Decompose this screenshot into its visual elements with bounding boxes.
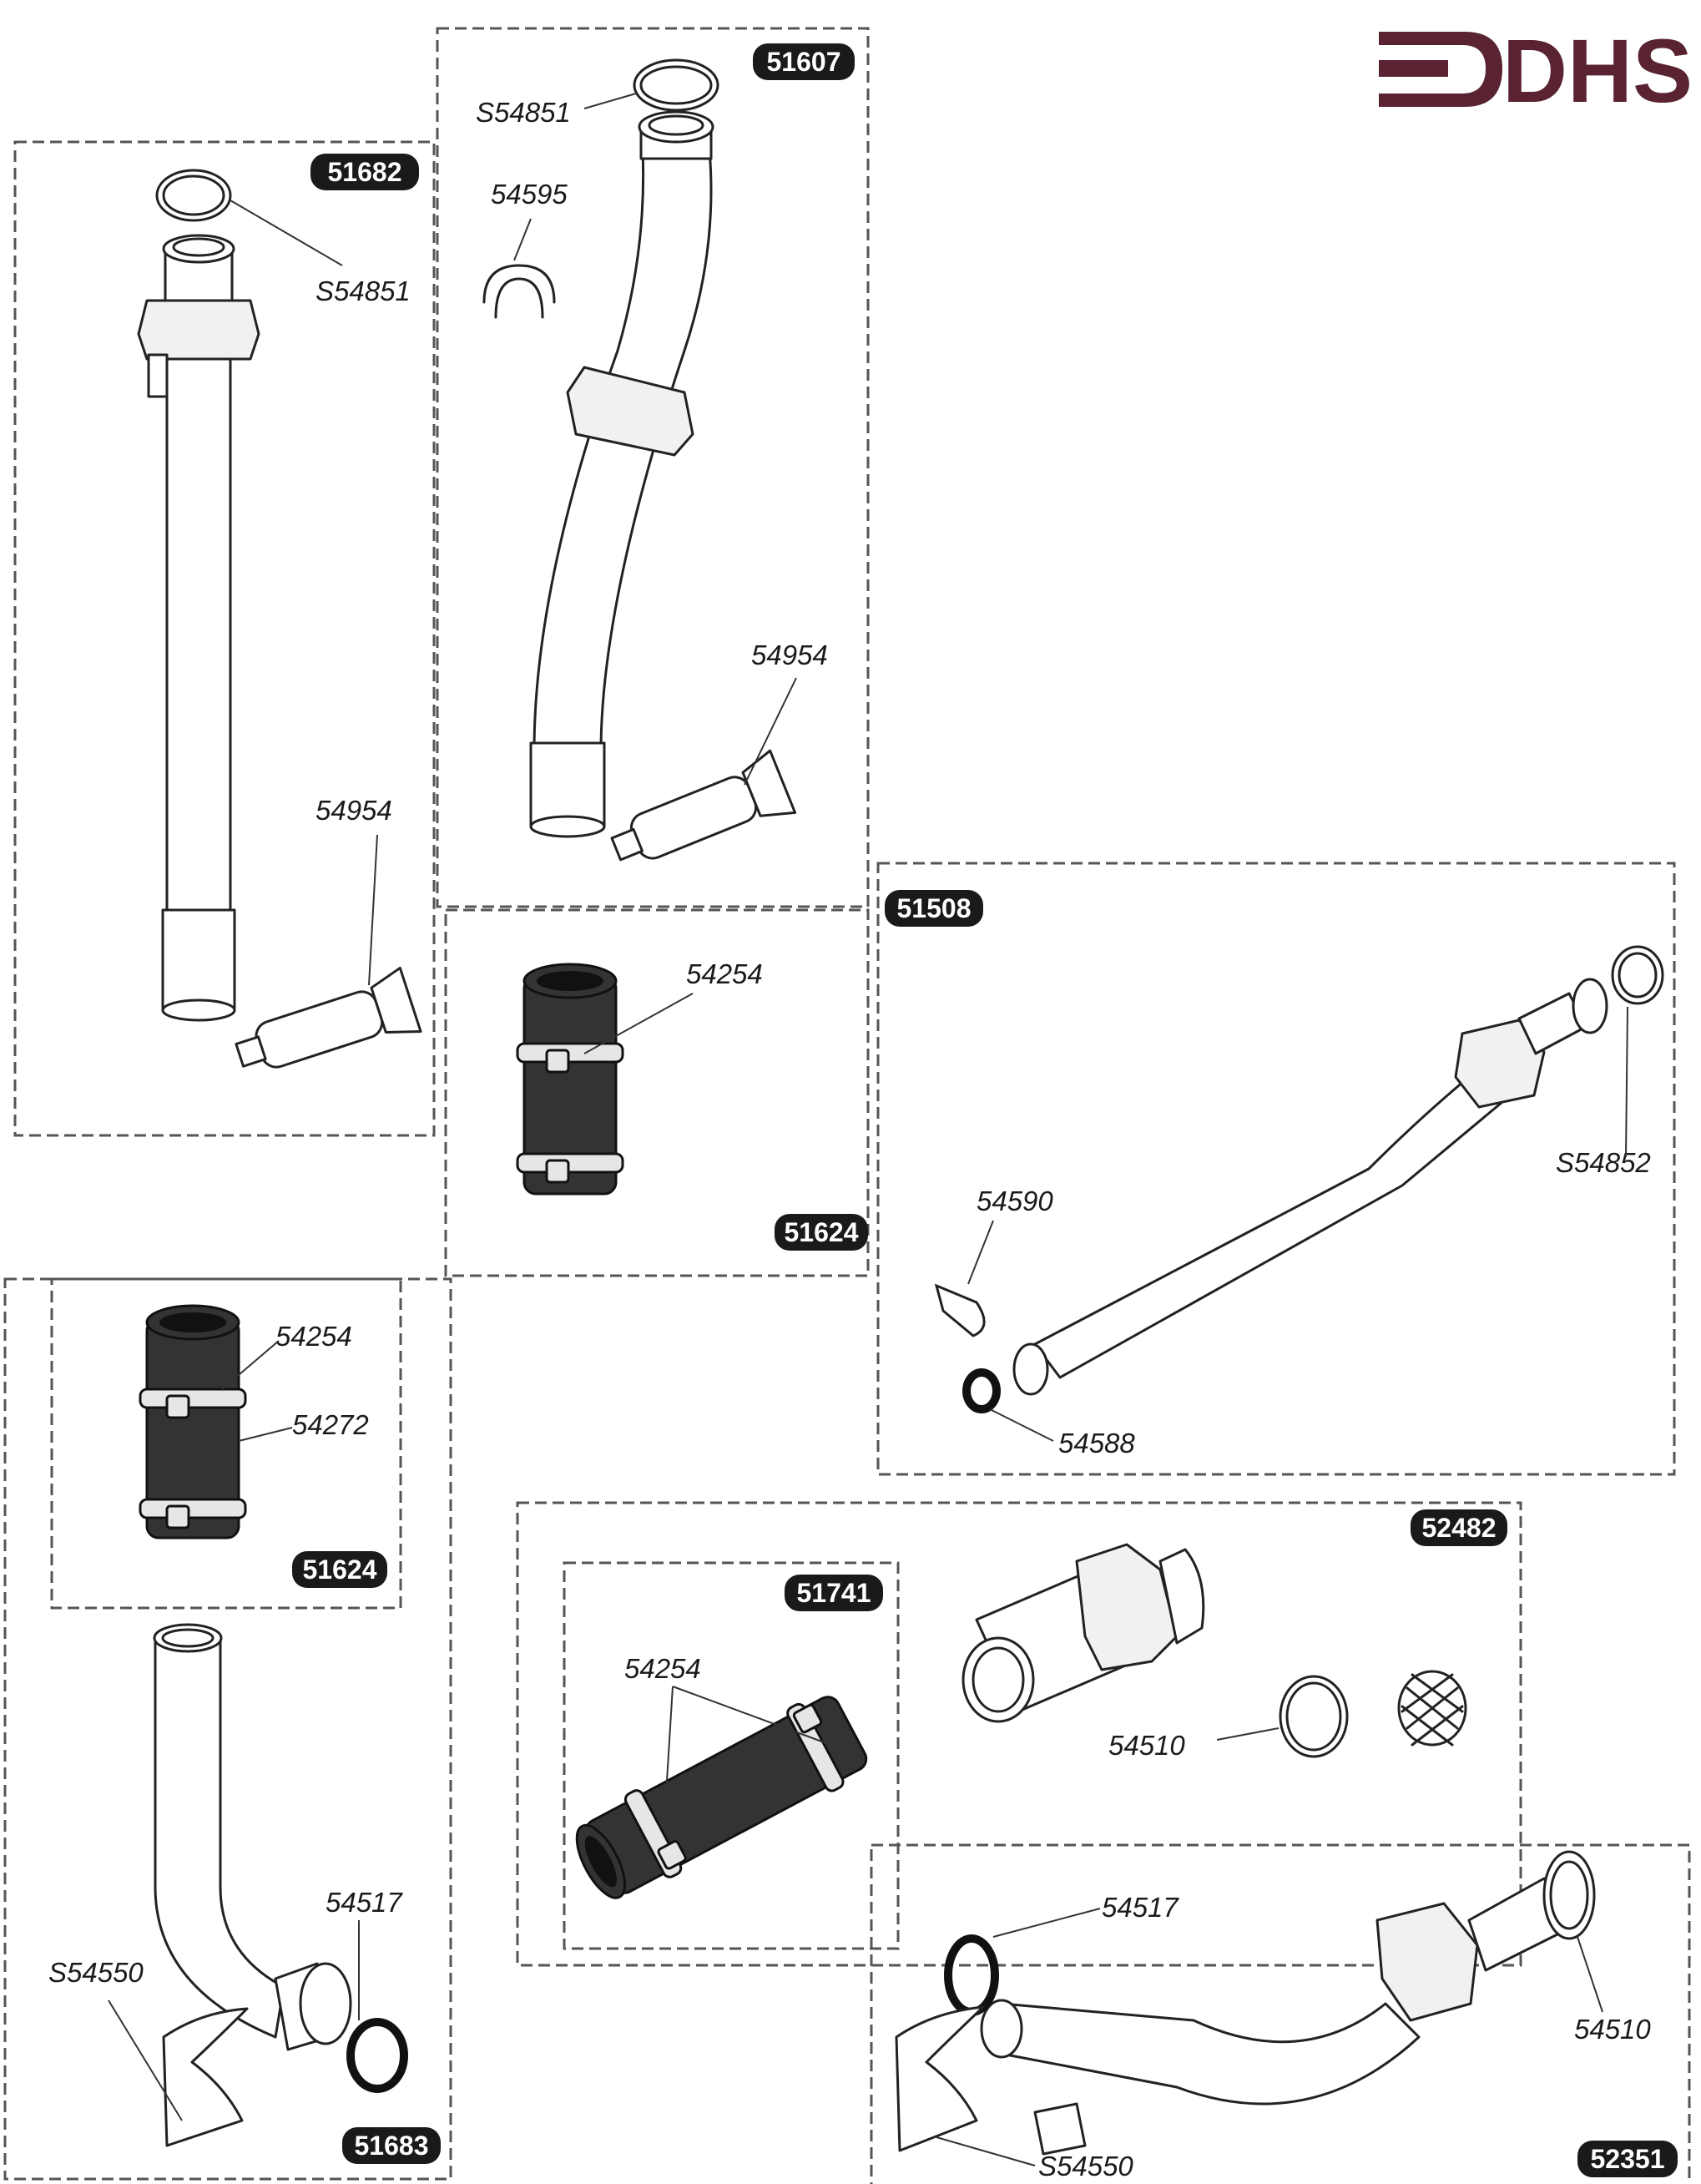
logo-text: DHS	[1502, 20, 1693, 121]
kit-badge: 52482	[1422, 1513, 1497, 1543]
o-ring	[944, 1934, 999, 2016]
kit-51682: 51682 S54851 54954	[13, 140, 436, 1137]
callout-label: 54588	[1058, 1428, 1135, 1459]
kit-51607: 51607 S54851 54595 54954	[436, 27, 870, 908]
mesh-screen	[1397, 1670, 1467, 1747]
kit-badge: 51508	[897, 893, 972, 923]
callout-label: 54254	[275, 1321, 352, 1352]
grease-tube	[235, 966, 422, 1069]
grease-tube	[610, 749, 797, 862]
straight-pipe	[137, 234, 260, 1022]
callout-label: 54517	[326, 1887, 403, 1918]
dhs-logo: DHS	[1379, 20, 1693, 121]
rubber-hose	[139, 1304, 247, 1539]
rubber-hose	[516, 963, 624, 1196]
gasket-ring	[155, 169, 232, 222]
callout-label: 54510	[1108, 1730, 1185, 1761]
callout-label: S54851	[315, 276, 411, 306]
callout-label: 54954	[315, 795, 392, 826]
callout-label: S54550	[1038, 2151, 1133, 2181]
callout-label: 54272	[292, 1409, 369, 1440]
kit-badge: 51607	[767, 47, 841, 77]
kit-badge: 52351	[1591, 2144, 1665, 2174]
gasket-ring	[633, 58, 719, 112]
callout-label: S54550	[48, 1957, 144, 1988]
bent-pipe	[1012, 978, 1608, 1396]
kit-51508: 51508 S54852 54590 54588	[876, 862, 1676, 1476]
callout-label: 54590	[977, 1186, 1053, 1216]
callout-label: S54852	[1556, 1147, 1651, 1178]
spring-clip	[934, 1283, 986, 1337]
callout-label: 54954	[751, 640, 828, 670]
kit-51624-top: 51624 54254	[444, 908, 870, 1277]
kit-badge: 51624	[303, 1555, 377, 1585]
union-fitting	[962, 1543, 1205, 1723]
rubber-hose	[575, 1696, 868, 1899]
callout-label: 54510	[1574, 2014, 1651, 2045]
elbow-pipe	[153, 1623, 352, 2051]
bent-pipe	[529, 110, 714, 838]
callout-label: 54254	[624, 1653, 701, 1684]
kit-badge: 51682	[328, 157, 402, 187]
callout-label: S54851	[476, 97, 571, 128]
kit-badge: 51741	[797, 1578, 871, 1608]
kit-badge: 51683	[355, 2131, 429, 2161]
kit-51683: 51683 54517 S54550	[3, 1277, 452, 2181]
callout-label: 54254	[686, 958, 763, 989]
kit-51741: 51741 54254	[563, 1561, 900, 1950]
c-clip	[482, 264, 556, 304]
callout-label: 54517	[1102, 1892, 1179, 1923]
support-bracket	[895, 2005, 985, 2152]
kit-52482: 52482 54510	[516, 1501, 1522, 1967]
bent-pipe	[980, 1850, 1596, 2156]
gasket-ring	[1611, 945, 1664, 1005]
kit-badge: 51624	[785, 1217, 859, 1247]
callout-label: 54595	[491, 179, 568, 210]
o-ring	[346, 2018, 408, 2093]
kit-51624-left: 51624 54254 54272	[50, 1277, 402, 1610]
support-bracket	[162, 2007, 249, 2147]
o-ring	[962, 1368, 1001, 1413]
kit-52351: 52351 54517 54510 S54550	[870, 1843, 1691, 2184]
gasket-ring	[1279, 1675, 1349, 1758]
